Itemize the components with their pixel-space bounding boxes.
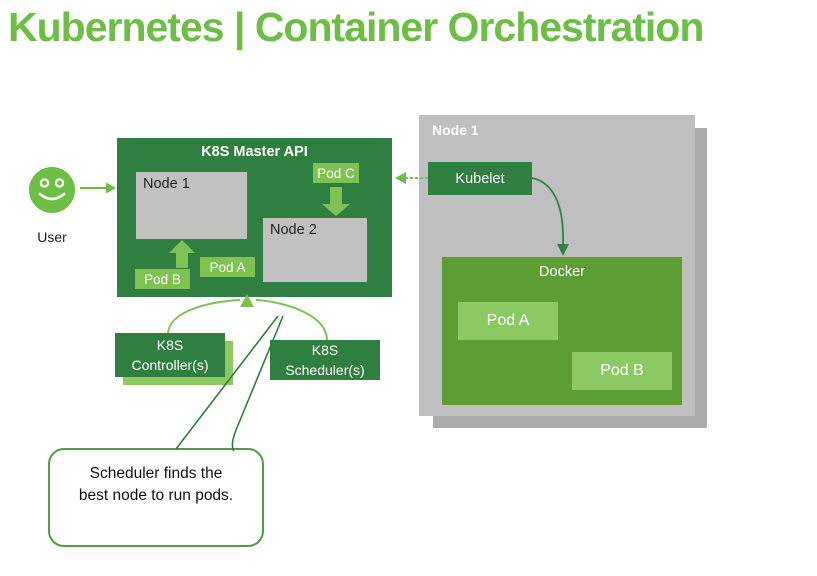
page-title: Kubernetes | Container Orchestration xyxy=(8,4,704,50)
pod-b-label: Pod B xyxy=(135,269,190,289)
pod-a-label: Pod A xyxy=(200,257,255,277)
callout-text-line2: best node to run pods. xyxy=(78,486,234,504)
scheduler-to-master-connector xyxy=(255,299,328,341)
controller-label-line1: K8S xyxy=(156,336,184,353)
scheduler-label-line1: K8S xyxy=(311,341,339,358)
callout-bubble: Scheduler finds the best node to run pod… xyxy=(48,448,264,547)
worker-node-title: Node 1 xyxy=(432,122,479,138)
worker-node-box: Node 1 Kubelet Docker Pod A Pod B xyxy=(419,115,695,416)
kubelet-box: Kubelet xyxy=(428,162,532,195)
docker-box: Docker Pod A Pod B xyxy=(442,257,682,405)
docker-pod-b: Pod B xyxy=(572,352,672,390)
scheduler-label-line2: Scheduler(s) xyxy=(285,362,365,378)
master-api-box: K8S Master API Node 1 Node 2 Pod C Pod A… xyxy=(117,138,392,297)
master-node1-box: Node 1 xyxy=(136,172,247,239)
user-label: User xyxy=(37,229,67,245)
master-node2-box: Node 2 xyxy=(263,218,367,282)
docker-pod-a: Pod A xyxy=(458,302,558,340)
controller-to-master-connector xyxy=(167,299,241,334)
docker-title: Docker xyxy=(539,264,585,280)
controller-box: K8S Controller(s) xyxy=(115,333,225,377)
callout-text: Scheduler finds the best node to run pod… xyxy=(71,463,241,506)
user-to-master-arrow xyxy=(80,182,116,194)
master-api-title: K8S Master API xyxy=(201,144,308,160)
pod-c-label: Pod C xyxy=(313,163,359,183)
callout-text-line1: Scheduler finds the xyxy=(89,465,223,482)
user-smiley-icon xyxy=(29,167,75,213)
scheduler-box: K8S Scheduler(s) xyxy=(270,340,380,380)
controller-label-line2: Controller(s) xyxy=(131,357,209,373)
